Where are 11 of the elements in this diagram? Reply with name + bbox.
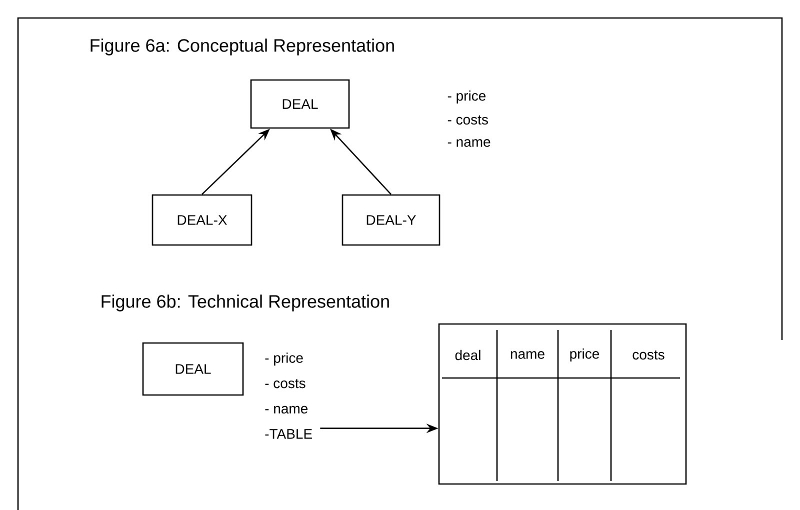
- attribute-text: - costs: [448, 115, 488, 125]
- entity-box: DEAL-Y: [342, 194, 440, 246]
- figure-title: Figure 6b: Technical Representation: [102, 294, 389, 312]
- entity-box: DEAL: [142, 342, 244, 396]
- figure-title: Figure 6a: Conceptual Representation: [90, 38, 394, 56]
- entity-box: DEAL-X: [152, 194, 252, 246]
- table: deal name price costs: [438, 323, 687, 485]
- attribute-text: - name: [448, 139, 490, 147]
- entity-box: DEAL: [250, 79, 350, 129]
- attribute-text: - price: [448, 90, 486, 104]
- attribute-list: - price - costs - name -TABLE: [265, 352, 312, 439]
